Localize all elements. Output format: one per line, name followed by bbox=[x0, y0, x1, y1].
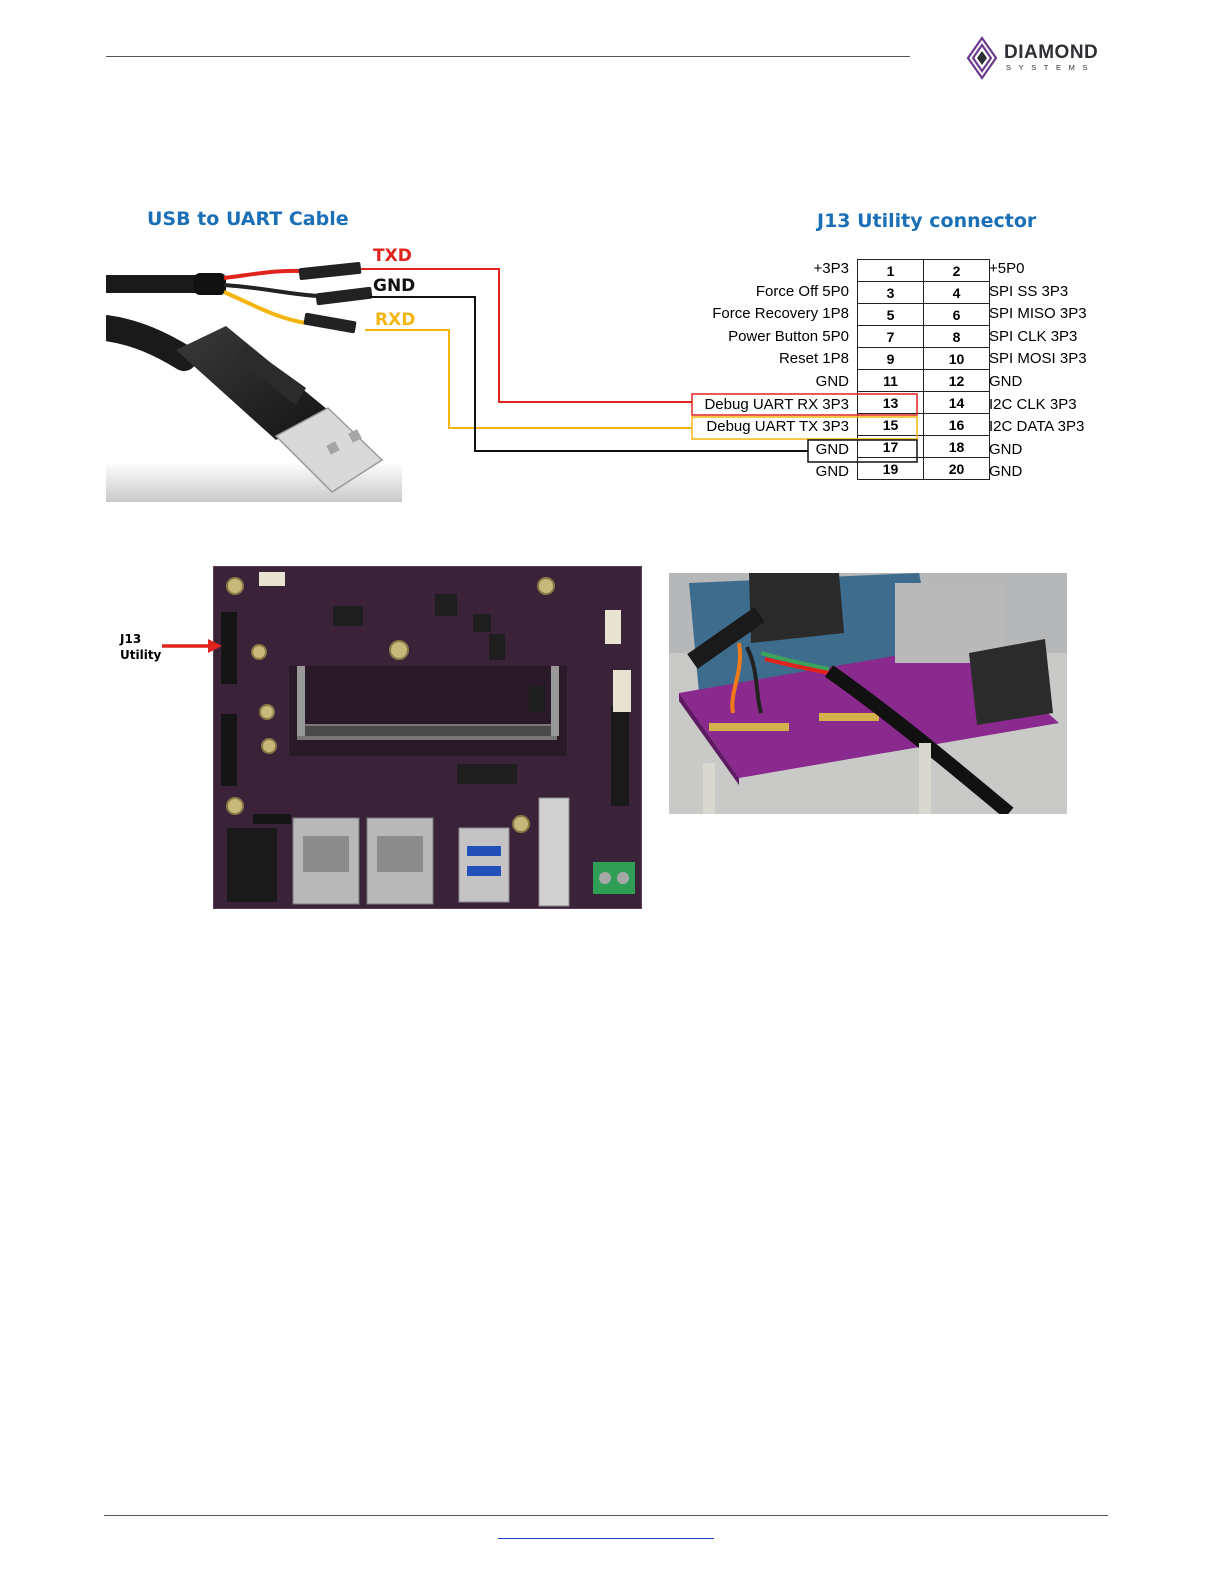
pin-label-right: I2C DATA 3P3 bbox=[989, 418, 1085, 436]
pin-label-right: GND bbox=[989, 440, 1023, 458]
pin-label-left: Power Button 5P0 bbox=[728, 327, 849, 345]
pin-label-right: SPI SS 3P3 bbox=[989, 282, 1069, 300]
pin-number-odd: 15 bbox=[857, 413, 924, 436]
pin-number-odd: 19 bbox=[857, 457, 924, 480]
pin-label-right: GND bbox=[989, 373, 1023, 390]
logo-subtitle: SYSTEMS bbox=[1006, 63, 1096, 72]
pin-number-even: 14 bbox=[923, 391, 990, 414]
pin-number-even: 10 bbox=[923, 347, 990, 370]
pin-number-even: 16 bbox=[923, 413, 990, 436]
footer-rule bbox=[104, 1515, 1108, 1516]
footer-link[interactable] bbox=[498, 1522, 714, 1539]
callout-line1: J13 bbox=[120, 632, 142, 646]
logo-wordmark: DIAMOND bbox=[1004, 42, 1099, 63]
pin-number-odd: 1 bbox=[857, 259, 924, 282]
pin-label-right: +5P0 bbox=[989, 260, 1025, 277]
pin-label-left: Force Recovery 1P8 bbox=[712, 305, 849, 323]
pin-label-left: GND bbox=[815, 373, 849, 390]
pin-number-odd: 5 bbox=[857, 303, 924, 326]
pin-number-even: 6 bbox=[923, 303, 990, 326]
pin-number-odd: 7 bbox=[857, 325, 924, 348]
callout-arrow-icon bbox=[162, 639, 222, 653]
wire-label-gnd: GND bbox=[373, 276, 416, 296]
pin-label-right: SPI MISO 3P3 bbox=[989, 305, 1087, 323]
pin-number-even: 4 bbox=[923, 281, 990, 304]
pin-label-right: SPI MOSI 3P3 bbox=[989, 350, 1087, 368]
pin-label-right: I2C CLK 3P3 bbox=[989, 395, 1077, 413]
pin-number-even: 2 bbox=[923, 259, 990, 282]
usb-uart-cable-photo bbox=[106, 261, 402, 502]
pin-label-right: GND bbox=[989, 463, 1023, 481]
wire-label-rxd: RXD bbox=[375, 310, 416, 330]
callout-line2: Utility bbox=[120, 648, 162, 662]
header-rule bbox=[106, 56, 910, 57]
pin-number-odd: 11 bbox=[857, 369, 924, 392]
diamond-logo-icon bbox=[966, 36, 998, 80]
pin-number-odd: 9 bbox=[857, 347, 924, 370]
pin-label-left: GND bbox=[815, 440, 849, 458]
pin-number-odd: 17 bbox=[857, 435, 924, 458]
pin-number-even: 18 bbox=[923, 435, 990, 458]
pin-number-even: 20 bbox=[923, 457, 990, 480]
connector-section-title: J13 Utility connector bbox=[817, 210, 1037, 232]
pin-label-left: Debug UART TX 3P3 bbox=[706, 418, 849, 436]
wire-label-txd: TXD bbox=[373, 246, 412, 266]
pin-label-left: +3P3 bbox=[813, 260, 849, 277]
pin-number-odd: 13 bbox=[857, 391, 924, 414]
pin-number-odd: 3 bbox=[857, 281, 924, 304]
cable-section-title: USB to UART Cable bbox=[147, 208, 349, 230]
pin-label-left: GND bbox=[815, 463, 849, 481]
pin-label-left: Force Off 5P0 bbox=[755, 282, 849, 300]
pin-label-right: SPI CLK 3P3 bbox=[989, 327, 1078, 345]
pin-label-left: Reset 1P8 bbox=[778, 350, 849, 368]
pin-label-left: Debug UART RX 3P3 bbox=[704, 395, 849, 413]
pin-number-even: 8 bbox=[923, 325, 990, 348]
pin-number-even: 12 bbox=[923, 369, 990, 392]
carrier-board-photo bbox=[213, 566, 642, 909]
rxd-wire bbox=[365, 329, 692, 429]
j13-utility-callout: J13 Utility bbox=[120, 631, 161, 663]
board-cable-connection-photo bbox=[669, 573, 1067, 814]
